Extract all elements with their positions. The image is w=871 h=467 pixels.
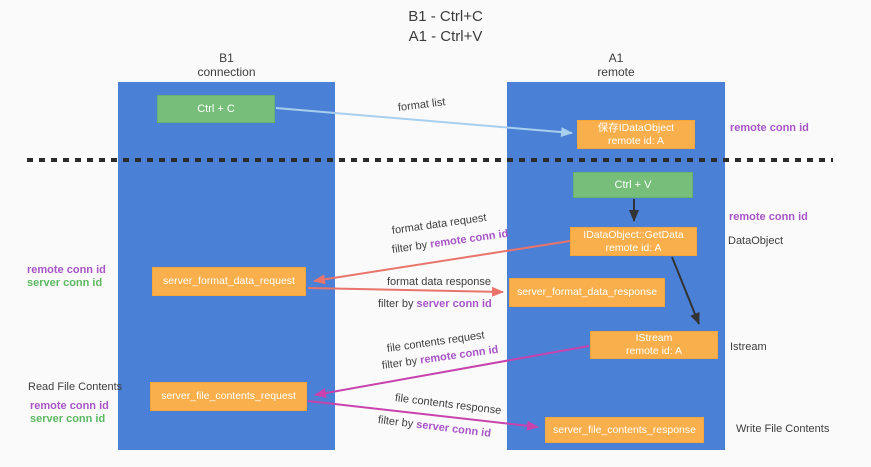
left-server-conn-id-1-label: server conn id [27, 277, 103, 289]
dashed-separator-line [27, 158, 833, 162]
filter-by-text: filter by [378, 298, 414, 310]
remote-conn-id-text: remote conn id [429, 227, 510, 251]
istream-line2: remote id: A [625, 345, 683, 357]
right-remote-conn-id-mid-label: remote conn id [729, 211, 808, 223]
diagram-title: B1 - Ctrl+C A1 - Ctrl+V [10, 7, 871, 47]
server-file-contents-request-box: server_file_contents_request [150, 382, 307, 411]
server-format-data-request-box: server_format_data_request [152, 267, 306, 296]
save-idataobject-line2: remote id: A [607, 134, 665, 147]
filter-by-text: filter by [377, 414, 414, 431]
server-format-data-response-box: server_format_data_response [509, 278, 665, 307]
server-file-contents-response-box: server_file_contents_response [545, 417, 704, 443]
right-column-header-line1: A1 [608, 51, 624, 65]
diagram-title-line1: B1 - Ctrl+C [408, 8, 483, 25]
istream-box: IStream remote id: A [590, 331, 718, 359]
file-response-filter-label: filter by server conn id [377, 414, 491, 440]
server-conn-id-text: server conn id [415, 418, 492, 440]
idataobject-getdata-line1: IDataObject::GetData [583, 228, 684, 241]
istream-line1: IStream [635, 332, 673, 344]
idataobject-getdata-line2: remote id: A [605, 241, 662, 254]
left-column-header: B1 connection [118, 51, 335, 79]
save-idataobject-line1: 保存IDataObject [597, 121, 675, 134]
server-conn-id-text: server conn id [416, 298, 492, 310]
ctrl-c-box: Ctrl + C [157, 95, 275, 123]
format-response-filter-label: filter by server conn id [378, 298, 492, 310]
arrow-format-data-response [307, 286, 504, 297]
right-istream-label: Istream [730, 341, 767, 353]
filter-by-text: filter by [381, 355, 418, 372]
filter-by-text: filter by [391, 239, 428, 256]
diagram-title-line2: A1 - Ctrl+V [408, 28, 483, 45]
left-server-conn-id-2-label: server conn id [30, 413, 106, 425]
right-column-header: A1 remote [507, 51, 725, 79]
idataobject-getdata-box: IDataObject::GetData remote id: A [570, 227, 697, 256]
right-dataobject-label: DataObject [728, 235, 784, 247]
right-remote-conn-id-top-label: remote conn id [730, 122, 809, 134]
save-idataobject-box: 保存IDataObject remote id: A [577, 120, 695, 149]
left-column-header-line1: B1 [219, 51, 234, 65]
left-column-header-line2: connection [197, 65, 256, 79]
ctrl-v-box: Ctrl + V [573, 172, 693, 198]
right-column-header-line2: remote [597, 65, 635, 79]
left-remote-conn-id-1-label: remote conn id [27, 264, 106, 276]
left-read-file-contents-label: Read File Contents [28, 381, 123, 393]
format-list-label: format list [397, 96, 447, 114]
format-data-response-label: format data response [387, 276, 491, 288]
left-remote-conn-id-2-label: remote conn id [30, 400, 109, 412]
file-contents-response-label: file contents response [394, 392, 502, 417]
right-write-file-contents-label: Write File Contents [736, 423, 830, 435]
